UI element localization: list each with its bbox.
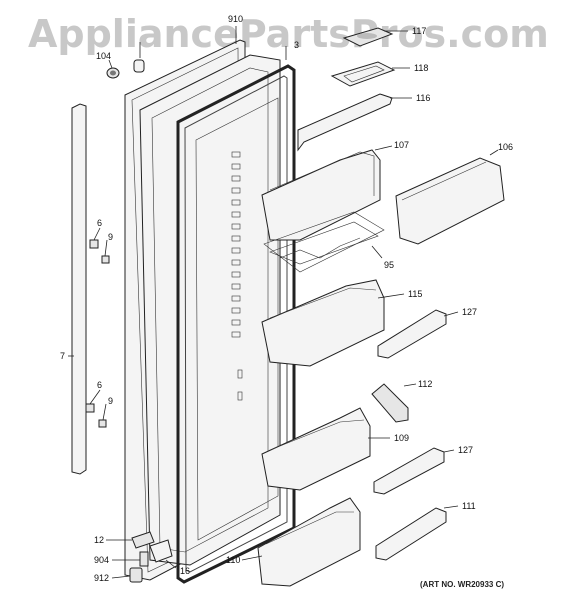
part-116-trim — [297, 93, 393, 152]
part-95-rack — [263, 211, 385, 273]
callout-912: 912 — [94, 573, 109, 583]
part-117 — [342, 27, 394, 47]
callout-115: 115 — [408, 289, 422, 299]
callout-104: 104 — [96, 51, 111, 61]
callout-904: 904 — [94, 555, 109, 565]
callout-127-upper: 127 — [462, 307, 477, 317]
part-7-handle — [71, 103, 87, 475]
callout-110: 110 — [226, 555, 240, 565]
callout-112: 112 — [418, 379, 432, 389]
liner-inner — [195, 97, 279, 541]
callout-6-lower: 6 — [97, 380, 102, 390]
callout-127-lower: 127 — [458, 445, 473, 455]
callout-12: 12 — [94, 535, 104, 545]
part-106-bin — [395, 157, 505, 245]
part-110-bin — [257, 497, 361, 587]
callout-106: 106 — [498, 142, 513, 152]
screws — [85, 239, 110, 428]
part-109-bin — [261, 407, 371, 491]
part-127-trim-lower — [373, 447, 445, 495]
leader-lines — [68, 26, 499, 579]
callout-117: 117 — [412, 26, 426, 36]
callout-116: 116 — [416, 93, 430, 103]
callout-9-upper: 9 — [108, 232, 113, 242]
callout-118: 118 — [414, 63, 428, 73]
part-3-cap — [133, 59, 145, 73]
art-number: (ART NO. WR20933 C) — [420, 580, 505, 589]
door-liner — [139, 54, 281, 566]
callout-9-lower: 9 — [108, 396, 113, 406]
callout-3: 3 — [294, 40, 299, 50]
callout-95: 95 — [384, 260, 394, 270]
callout-7: 7 — [60, 351, 65, 361]
callout-6-upper: 6 — [97, 218, 102, 228]
bottom-hinge-parts — [129, 531, 173, 583]
part-115-bin — [261, 279, 385, 367]
callout-16: 16 — [180, 566, 190, 576]
callout-107: 107 — [394, 140, 409, 150]
part-111-trim — [375, 507, 447, 561]
part-127-trim-upper — [377, 309, 447, 359]
callout-910: 910 — [228, 14, 243, 24]
callout-labels: 910 3 104 117 118 116 107 106 95 115 127… — [60, 14, 513, 583]
part-118 — [330, 61, 396, 87]
part-104-bushing — [106, 67, 120, 79]
callout-111: 111 — [462, 501, 476, 511]
part-112 — [371, 383, 409, 423]
callout-109: 109 — [394, 433, 409, 443]
watermark: AppliancePartsPros.com — [28, 12, 549, 56]
